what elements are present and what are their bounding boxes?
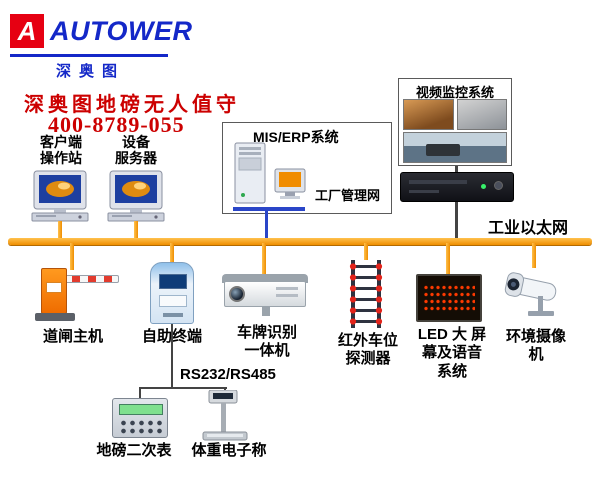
barrier-arm (63, 275, 119, 283)
barrier-gate-icon (35, 268, 121, 324)
kiosk-screen (159, 274, 187, 289)
page-title: 深奥图地磅无人值守 (24, 94, 240, 116)
camera-feed-thumbnail (457, 99, 507, 130)
device-server-label: 设备 服务器 (115, 134, 157, 167)
truck-silhouette (426, 144, 460, 156)
camera-feed-thumbnail (403, 99, 454, 130)
dvr-knob (494, 181, 503, 190)
ethernet-bus-label: 工业以太网 (488, 220, 569, 237)
computer-icon (107, 170, 165, 222)
infrared-ladder-icon (349, 260, 383, 328)
logo-mark-icon: A (10, 14, 44, 48)
scale-label: 体重电子称 (191, 442, 267, 459)
lpr-bracket (262, 307, 270, 316)
connector-line (139, 387, 141, 399)
indicator-keypad (119, 419, 163, 434)
connector-line (58, 221, 62, 239)
lpr-camera-icon (222, 274, 310, 318)
lpr-visor (222, 274, 308, 283)
factory-net-segment (233, 207, 305, 211)
dvr-vent (409, 190, 439, 193)
indicator-lcd (119, 404, 163, 415)
serial-label: RS232/RS485 (180, 366, 276, 383)
camera-feed-thumbnail (403, 132, 507, 163)
mis-erp-box: MIS/ERP系统 工厂管理网 (222, 122, 392, 214)
ethernet-bus-line (8, 238, 592, 245)
connector-line (134, 221, 138, 239)
connector-line (70, 243, 74, 270)
lpr-detail (276, 287, 298, 290)
dvr-power-led (481, 184, 486, 189)
connector-line (139, 387, 227, 389)
dvr-recorder-icon (400, 172, 514, 202)
factory-net-label: 工厂管理网 (315, 188, 381, 203)
mis-server-icon (234, 142, 306, 204)
connector-line (455, 166, 458, 172)
kiosk-keypad (159, 295, 187, 307)
kiosk-icon (150, 262, 194, 324)
connector-line (532, 243, 536, 268)
connector-line (262, 243, 266, 276)
connector-line (364, 243, 368, 260)
led-label: LED 大 屏 幕及语音 系统 (417, 326, 487, 380)
video-system-label: 视频监控系统 (415, 85, 494, 100)
connector-line (170, 243, 174, 264)
cctv-camera-icon (504, 272, 557, 316)
led-panel-icon (416, 274, 482, 322)
connector-line (171, 324, 173, 389)
barrier-base (35, 313, 75, 321)
brand-text: AUTOWER (50, 16, 193, 46)
phone-number: 400-8789-055 (48, 112, 185, 137)
connector-line (455, 202, 458, 238)
computer-icon (31, 170, 89, 222)
env-camera-label: 环境摄像 机 (505, 328, 566, 364)
connector-line (446, 243, 450, 276)
indicator-label: 地磅二次表 (96, 442, 172, 459)
brand-cn: 深奥图 (56, 63, 126, 80)
brand-underline (10, 54, 168, 57)
led-dot-matrix (423, 284, 475, 312)
kiosk-slot (163, 313, 183, 317)
infrared-label: 红外车位 探测器 (337, 332, 398, 368)
barrier-post-window (46, 282, 62, 293)
connector-line (265, 210, 268, 238)
lpr-label: 车牌识别 一体机 (236, 324, 297, 360)
dvr-vent (409, 180, 467, 184)
mis-erp-label: MIS/ERP系统 (253, 129, 339, 145)
barrier-label: 道闸主机 (42, 328, 103, 345)
lpr-lens (229, 286, 245, 302)
video-system-box: 视频监控系统 (398, 78, 512, 166)
lpr-detail (276, 294, 298, 297)
logo: A AUTOWER 深奥图 (10, 12, 192, 80)
weight-indicator-icon (112, 398, 168, 438)
platform-scale-icon (202, 390, 248, 441)
client-station-label: 客户端 操作站 (40, 134, 82, 167)
